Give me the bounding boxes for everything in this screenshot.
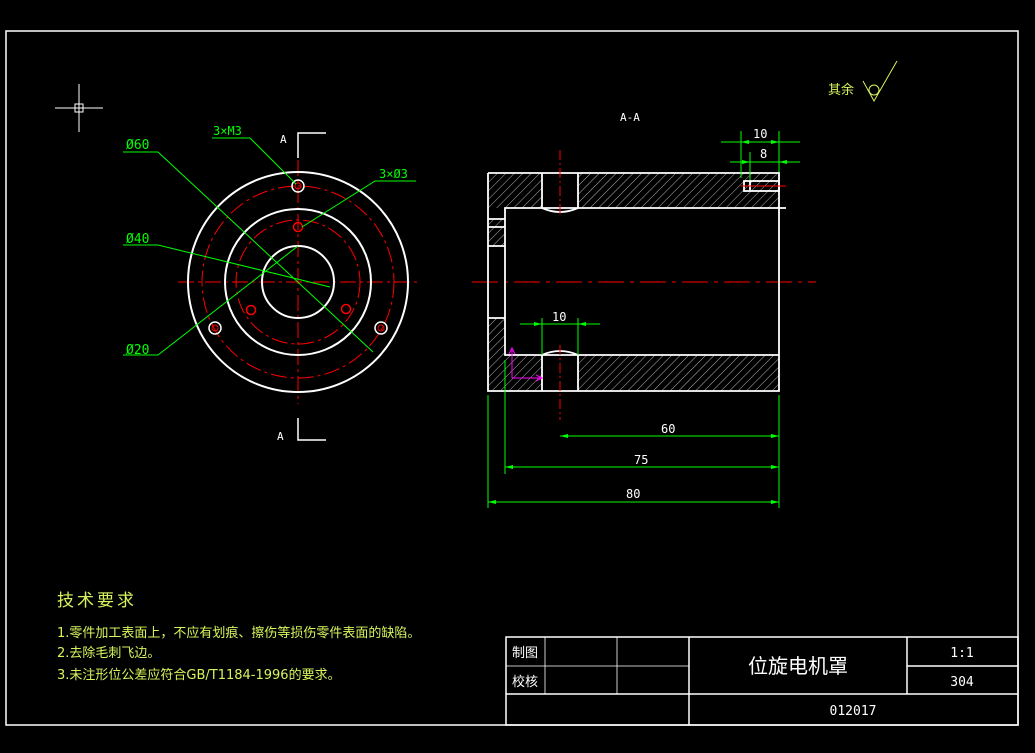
hole-pitch-circle-inner [235, 219, 361, 345]
dim-75: 75 [634, 453, 648, 467]
leader-phi20 [123, 245, 299, 356]
title-check-label: 校核 [512, 674, 538, 690]
hatch-top-left [488, 173, 542, 208]
surface-note-text: 其余 [828, 82, 854, 98]
hole-pitch-circle-outer [201, 185, 395, 379]
outer-circle-phi60 [187, 171, 409, 393]
phi3-hole [245, 304, 257, 316]
cut-marker-bottom-label: A [277, 430, 284, 443]
cut-marker-bottom-line [297, 418, 326, 441]
cut-marker-top-line [297, 132, 326, 158]
cut-marker-top-label: A [280, 133, 287, 146]
leader-phi40 [123, 244, 331, 288]
m3-hole [208, 321, 222, 335]
hatch-bottom-right [578, 355, 779, 391]
dim-phi40: Ø40 [126, 232, 149, 247]
ucs-marker-icon [508, 346, 544, 382]
phi3-hole [340, 303, 352, 315]
title-block: 制图 校核 位旋电机罩 1:1 304 012017 [505, 636, 1019, 726]
surface-roughness-note: 其余 [828, 60, 898, 103]
dim-3xphi3: 3×Ø3 [379, 167, 408, 181]
front-view: Ø60 Ø40 Ø20 3×M3 3×Ø3 A A [123, 124, 420, 443]
roughness-symbol-icon [862, 60, 898, 103]
dim-phi60: Ø60 [126, 138, 149, 153]
middle-circle-phi40 [224, 208, 372, 356]
m3-hole [291, 179, 305, 193]
dim-3xm3: 3×M3 [213, 124, 242, 138]
dim-8-top: 8 [760, 147, 767, 161]
tech-req-item-2: 2.去除毛刺飞边。 [57, 646, 160, 661]
tech-req-item-1: 1.零件加工表面上，不应有划痕、擦伤等损伤零件表面的缺陷。 [57, 625, 420, 641]
technical-requirements: 技术要求 1.零件加工表面上，不应有划痕、擦伤等损伤零件表面的缺陷。 2.去除毛… [57, 591, 420, 683]
title-drawing-no: 012017 [830, 704, 877, 719]
title-drawn-label: 制图 [512, 646, 538, 661]
leader-m3 [212, 137, 297, 185]
title-part-name: 位旋电机罩 [748, 654, 848, 678]
m3-hole [374, 321, 388, 335]
tech-req-item-3: 3.未注形位公差应符合GB/T1184-1996的要求。 [57, 667, 341, 683]
dim-80: 80 [626, 487, 640, 501]
leader-phi3 [301, 180, 416, 228]
leader-phi60 [123, 151, 374, 353]
m3-holes [208, 179, 388, 335]
section-label: A-A [620, 111, 640, 124]
hatch-top-flange [488, 219, 505, 246]
hatch-bottom-left [505, 355, 542, 391]
dim-60: 60 [661, 422, 675, 436]
section-view: A-A [472, 111, 816, 508]
dim-phi20: Ø20 [126, 343, 149, 358]
hatch-bottom-flange [488, 318, 505, 391]
dim-10-inner: 10 [552, 310, 566, 324]
title-material: 304 [950, 675, 974, 690]
tech-req-title: 技术要求 [57, 591, 137, 611]
title-scale: 1:1 [950, 646, 973, 661]
section-bore [504, 207, 779, 356]
crosshair-cursor-icon [55, 84, 103, 132]
dim-10-top: 10 [753, 127, 767, 141]
